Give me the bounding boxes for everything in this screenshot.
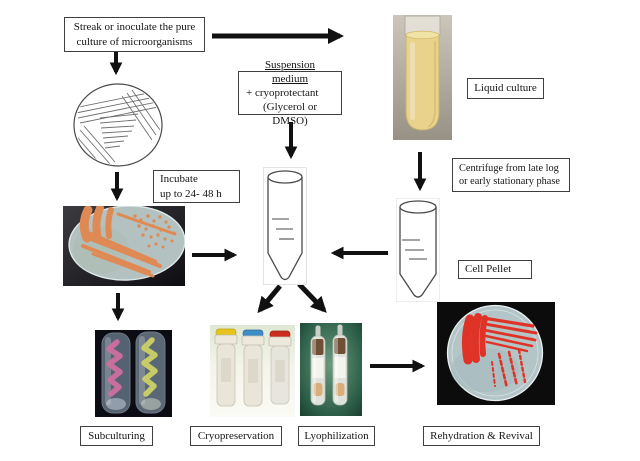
- revival-plate-photo: [437, 302, 555, 405]
- cryovial-yellow-cap: [214, 328, 238, 407]
- cryovial-blue-cap: [241, 329, 265, 407]
- liquid-culture-label-box: Liquid culture: [467, 78, 544, 99]
- liquid-culture-photo: [393, 15, 452, 140]
- cryovials-photo: [210, 325, 295, 417]
- cryovial-red-cap: [268, 330, 292, 405]
- ampoule-1: [310, 325, 326, 406]
- cell-pellet-tube-drawing: [396, 198, 440, 302]
- centrifuge-label-box: Centrifuge from late log or early statio…: [452, 158, 570, 192]
- subculturing-label-box: Subculturing: [80, 426, 153, 446]
- subculture-tubes-photo: [95, 330, 172, 417]
- falcon-tube-drawing: [263, 167, 307, 285]
- streak-step-box: Streak or inoculate the pure culture of …: [64, 17, 205, 52]
- suspension-line-3: (Glycerol or DMSO): [262, 101, 318, 128]
- suspension-line-1: Suspension medium: [264, 58, 316, 85]
- petri-dish-drawing: [70, 80, 166, 170]
- rehydration-label-box: Rehydration & Revival: [423, 426, 540, 446]
- suspension-medium-box: Suspension medium + cryoprotectant (Glyc…: [238, 59, 342, 127]
- suspension-line-2: + cryoprotectant: [246, 86, 319, 99]
- arrow-tube-to-cryovials: [257, 284, 282, 314]
- arrow-tube-to-ampoules: [297, 282, 327, 313]
- cryopreservation-label-box: Cryopreservation: [190, 426, 282, 446]
- incubate-label-box: Incubate up to 24- 48 h: [153, 170, 240, 203]
- lyophilization-label-box: Lyophilization: [298, 426, 375, 446]
- ampoule-2: [332, 324, 348, 406]
- streak-plate-photo: [63, 206, 185, 286]
- cell-pellet-label-box: Cell Pellet: [458, 260, 532, 279]
- ampoules-photo: [300, 323, 362, 416]
